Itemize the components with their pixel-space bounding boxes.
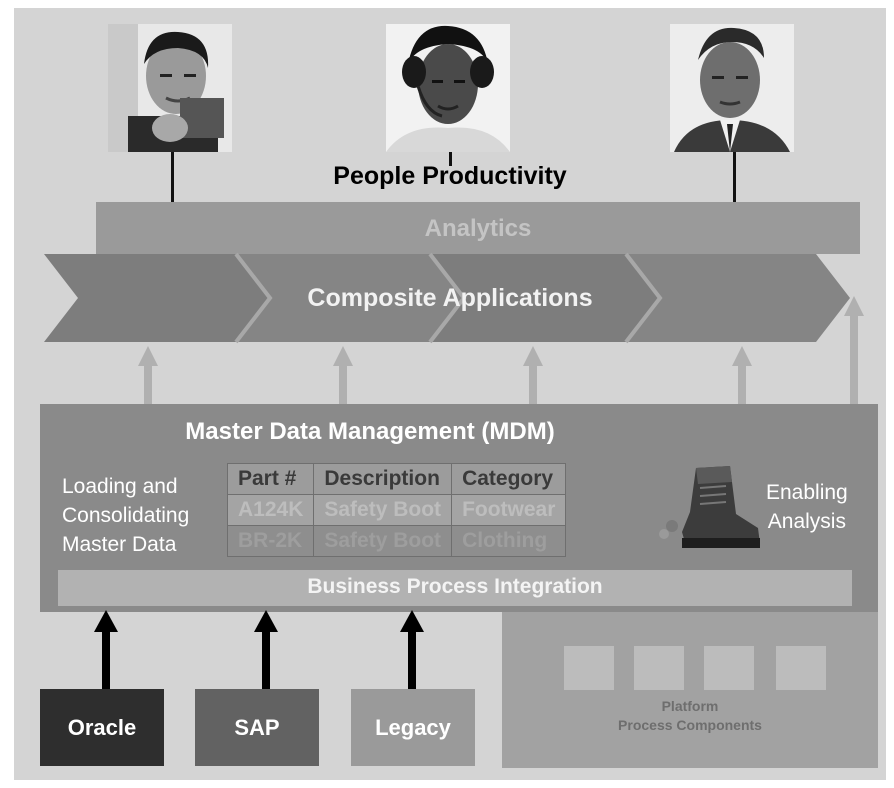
connector-line: [171, 152, 174, 202]
column-header: Category: [451, 463, 567, 495]
loading-consolidating-text: Loading and Consolidating Master Data: [62, 475, 190, 556]
source-sap: SAP: [195, 689, 319, 766]
column-header: Description: [313, 463, 453, 495]
person-photo-mobile-user: [108, 24, 232, 152]
connector-line: [449, 152, 452, 166]
person-photo-call-center-agent: [386, 24, 510, 152]
chevron-step-3: [430, 254, 660, 342]
analytics-layer: Analytics: [96, 202, 860, 254]
arrows-up-grey: [138, 296, 864, 404]
chevron-step-1: [44, 254, 270, 342]
chevron-step-4: [626, 254, 850, 342]
bpi-label: Business Process Integration: [307, 575, 603, 598]
person-photo-analyst: [670, 24, 794, 152]
analytics-label: Analytics: [424, 215, 532, 242]
process-component: [634, 646, 684, 690]
source-oracle: Oracle: [40, 689, 164, 766]
composite-applications-label: Composite Applications: [307, 284, 593, 312]
table-cell: Clothing: [451, 525, 567, 557]
safety-boot-icon: [659, 466, 760, 548]
table-row: A124K Safety Boot Footwear: [226, 494, 567, 526]
master-data-table: Part # Description Category A124K Safety…: [226, 463, 567, 557]
table-cell: BR-2K: [226, 525, 315, 557]
table-cell: A124K: [226, 494, 315, 526]
table-cell: Safety Boot: [313, 494, 453, 526]
business-process-integration-bar: Business Process Integration: [58, 570, 852, 606]
enabling-analysis-text: Enabling Analysis: [766, 481, 848, 533]
chevron-step-2: [236, 254, 464, 342]
people-productivity-title: People Productivity: [333, 162, 567, 190]
table-header-row: Part # Description Category: [226, 463, 567, 495]
platform-process-components-label: Platform Process Components: [618, 698, 762, 733]
table-cell: Footwear: [451, 494, 567, 526]
mdm-title: Master Data Management (MDM): [185, 418, 555, 445]
table-cell: Safety Boot: [313, 525, 453, 557]
process-component: [776, 646, 826, 690]
source-legacy: Legacy: [351, 689, 475, 766]
connector-line: [733, 152, 736, 202]
process-component: [564, 646, 614, 690]
table-row: BR-2K Safety Boot Clothing: [226, 525, 567, 557]
process-component: [704, 646, 754, 690]
platform-box: [502, 612, 878, 768]
